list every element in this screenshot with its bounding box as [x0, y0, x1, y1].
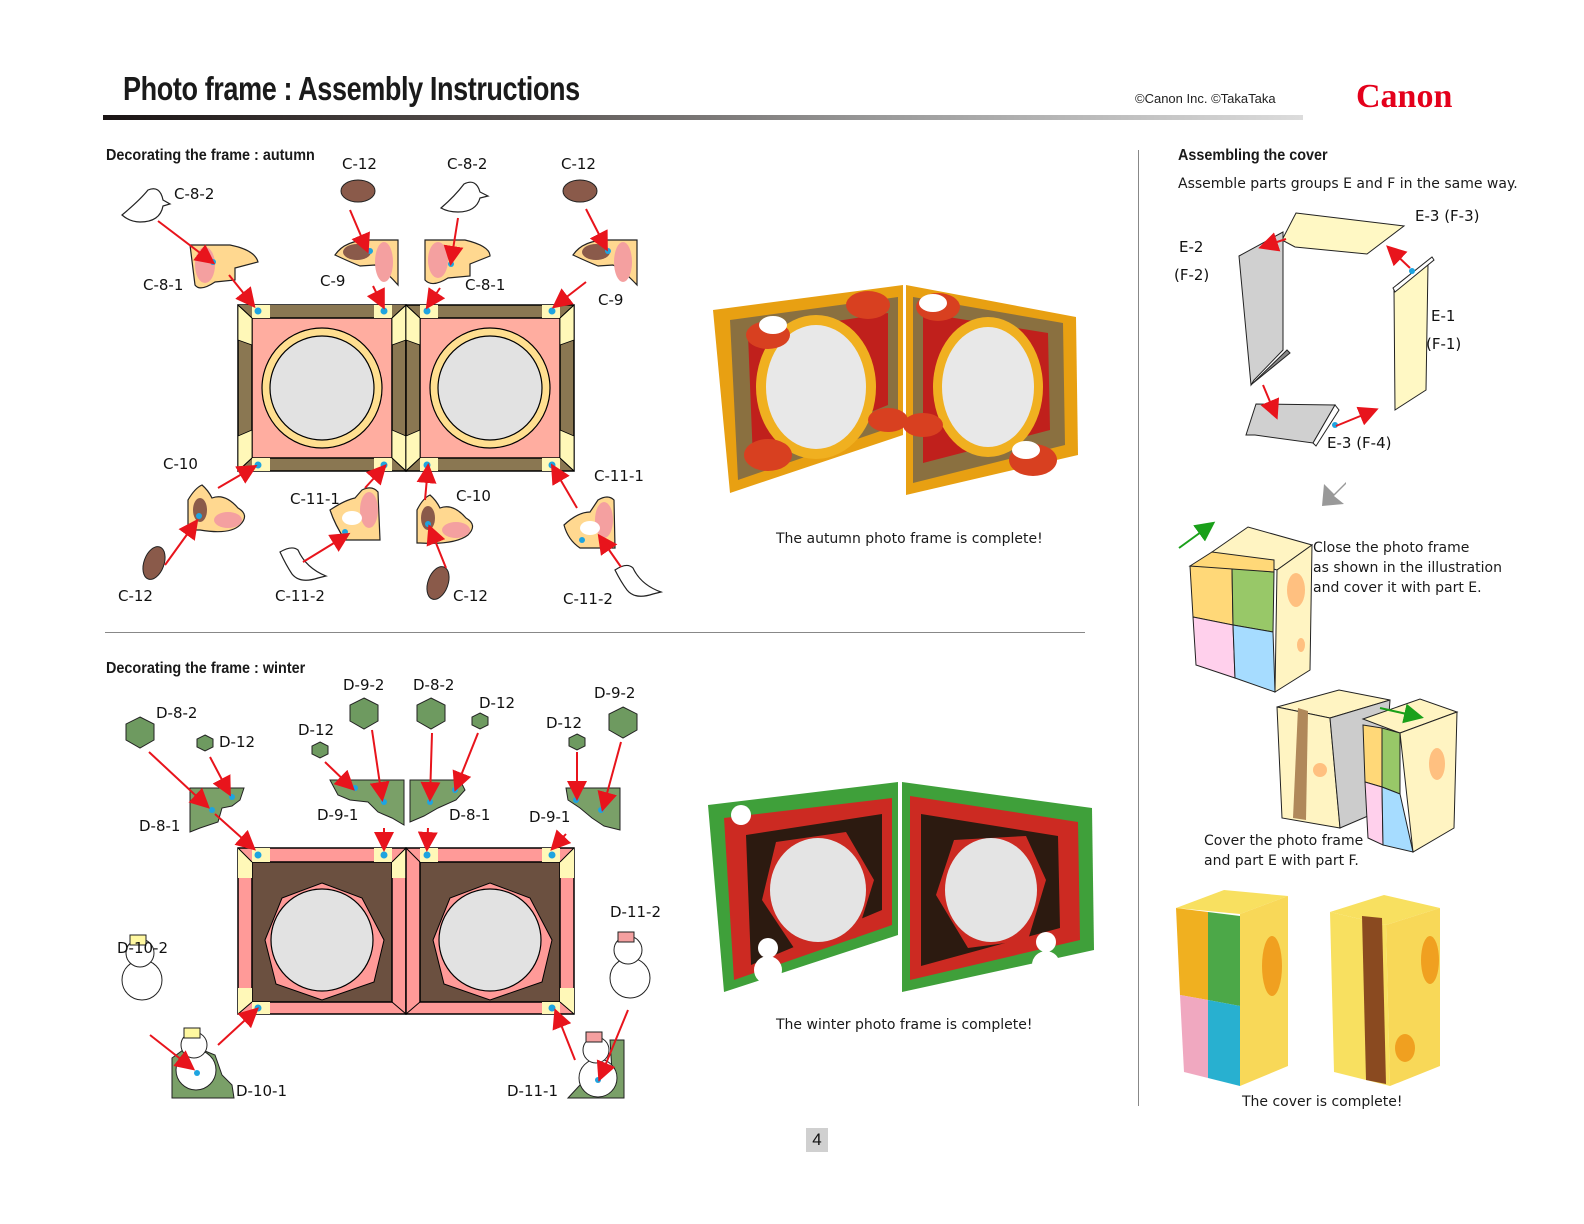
step1-line: Close the photo frame: [1313, 540, 1470, 556]
snowflake-large-icon: [416, 697, 446, 730]
part-label-e1: E-1: [1431, 307, 1456, 325]
winter-caption: The winter photo frame is complete!: [776, 1017, 1033, 1033]
snowflake-small-icon: [471, 712, 489, 730]
autumn-frame-right: [405, 304, 575, 472]
part-label: D-12: [219, 733, 256, 751]
part-label: D-9-2: [343, 676, 385, 694]
part-label: C-11-2: [275, 587, 325, 605]
winter-complete-photo: [708, 782, 1094, 992]
snowman-icon: [609, 931, 651, 999]
part-label: D-12: [546, 714, 583, 732]
part-label: C-9: [598, 291, 624, 309]
down-left-arrow-icon: [1322, 482, 1346, 506]
part-label: C-12: [118, 587, 153, 605]
bird-corner-piece-icon: [329, 487, 381, 541]
bird-icon: [614, 564, 664, 597]
part-label-e3-f3: E-3 (F-3): [1415, 207, 1480, 225]
page-number: 4: [806, 1128, 828, 1152]
page-title: Photo frame : Assembly Instructions: [123, 70, 580, 107]
snowman-icon: [121, 934, 163, 1001]
acorn-icon: [142, 546, 166, 580]
part-label: C-8-1: [465, 276, 506, 294]
part-label: D-9-2: [594, 684, 636, 702]
title-underline: [103, 115, 1303, 120]
cover-intro: Assemble parts groups E and F in the sam…: [1178, 176, 1518, 192]
part-label-f1: (F-1): [1426, 335, 1462, 353]
part-label: D-11-1: [507, 1082, 559, 1100]
part-label: D-8-2: [156, 704, 198, 722]
autumn-section-title: Decorating the frame : autumn: [106, 147, 315, 164]
winter-frame-right: [405, 847, 575, 1015]
snowflake-large-icon: [125, 716, 155, 749]
part-label-e3-f4: E-3 (F-4): [1327, 434, 1392, 452]
part-label: C-9: [320, 272, 346, 290]
step2-line: and part E with part F.: [1204, 853, 1359, 869]
part-label: C-10: [456, 487, 491, 505]
snowflake-small-icon: [311, 741, 329, 759]
cover-complete-photo-2: [1330, 895, 1440, 1086]
part-label-e2: E-2: [1179, 238, 1204, 256]
step1-line: as shown in the illustration: [1313, 560, 1502, 576]
part-label: C-8-1: [143, 276, 184, 294]
part-label: D-10-2: [117, 939, 169, 957]
cover-caption: The cover is complete!: [1242, 1094, 1403, 1110]
part-label: D-12: [298, 721, 335, 739]
part-label: D-12: [479, 694, 516, 712]
acorn-corner-piece-icon: [187, 484, 246, 533]
part-label: D-9-1: [529, 808, 571, 826]
part-label-f2: (F-2): [1174, 266, 1210, 284]
step2-text: Cover the photo frame and part E with pa…: [1204, 831, 1363, 871]
autumn-frame-left: [237, 304, 407, 472]
closed-frame-box-1: [1178, 521, 1314, 693]
part-label: C-11-1: [594, 467, 644, 485]
part-label: C-11-1: [290, 490, 340, 508]
copyright-notice: ©Canon Inc. ©TakaTaka: [1135, 91, 1276, 106]
part-label: D-10-1: [236, 1082, 288, 1100]
snowflake-large-icon: [349, 697, 379, 730]
part-label: D-8-1: [139, 817, 181, 835]
autumn-complete-photo: [713, 285, 1078, 495]
winter-frame-left: [237, 847, 407, 1015]
part-label: C-11-2: [563, 590, 613, 608]
part-label: C-12: [453, 587, 488, 605]
part-label: C-12: [342, 155, 377, 173]
part-label: C-10: [163, 455, 198, 473]
canon-logo: Canon: [1356, 78, 1453, 115]
closed-frame-box-2: [1361, 698, 1459, 853]
part-label: D-8-2: [413, 676, 455, 694]
snowflake-small-icon: [568, 733, 586, 751]
step1-line: and cover it with part E.: [1313, 580, 1482, 596]
bird-icon: [279, 547, 328, 581]
step1-text: Close the photo frame as shown in the il…: [1313, 538, 1502, 598]
part-label: C-12: [561, 155, 596, 173]
step2-line: Cover the photo frame: [1204, 833, 1364, 849]
bird-icon: [439, 181, 490, 213]
acorn-corner-piece-icon: [572, 239, 638, 287]
winter-section-title: Decorating the frame : winter: [106, 660, 306, 677]
acorn-icon: [562, 179, 598, 203]
cover-complete-photo-1: [1176, 890, 1288, 1086]
part-label: D-9-1: [317, 806, 359, 824]
part-label: D-8-1: [449, 806, 491, 824]
autumn-caption: The autumn photo frame is complete!: [776, 531, 1043, 547]
part-label: D-11-2: [610, 903, 662, 921]
bird-icon: [121, 188, 172, 223]
part-e3-top: [1281, 212, 1406, 255]
column-divider: [1138, 150, 1139, 1106]
part-label: C-8-2: [447, 155, 488, 173]
cover-section-title: Assembling the cover: [1178, 147, 1328, 164]
acorn-icon: [426, 566, 450, 600]
acorn-icon: [340, 179, 376, 203]
snowflake-small-icon: [196, 734, 214, 752]
part-label: C-8-2: [174, 185, 215, 203]
section-divider: [105, 632, 1085, 633]
snowflake-large-icon: [608, 706, 638, 739]
